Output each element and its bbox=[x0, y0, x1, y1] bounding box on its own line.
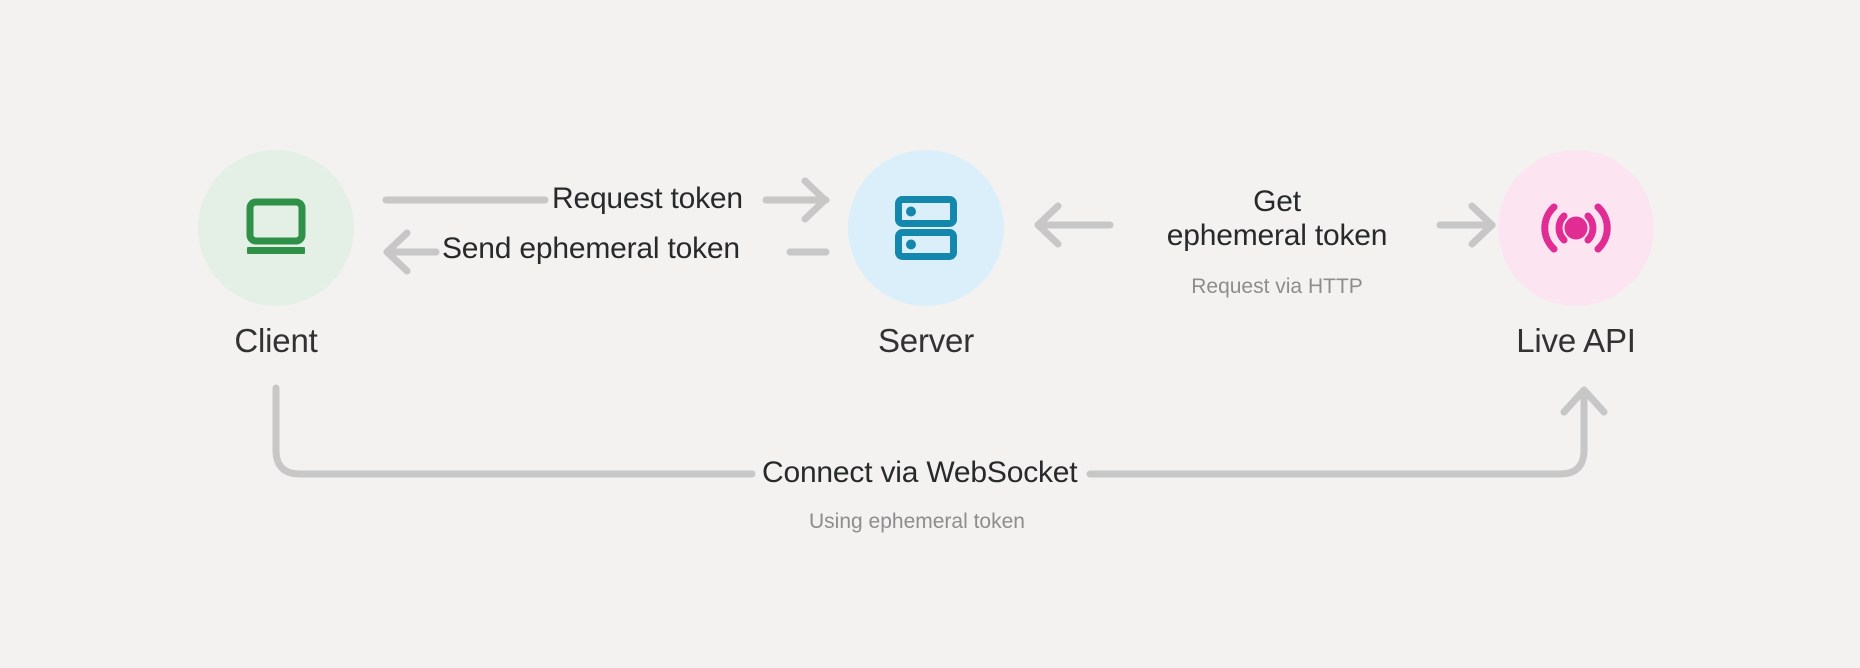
node-server-circle bbox=[848, 150, 1004, 306]
node-server[interactable]: Server bbox=[848, 150, 1004, 357]
node-live-api-label: Live API bbox=[1516, 322, 1636, 359]
node-server-label: Server bbox=[878, 322, 974, 359]
server-rack-icon bbox=[895, 196, 957, 260]
edge-label-send-ephemeral-token: Send ephemeral token bbox=[442, 232, 740, 265]
arrowhead-request-token bbox=[801, 177, 829, 223]
arrowhead-get-token-left bbox=[1034, 202, 1062, 248]
edge-sublabel-using-ephemeral-token: Using ephemeral token bbox=[809, 510, 1025, 533]
arrowhead-get-token-right bbox=[1468, 202, 1496, 248]
edge-label-request-token: Request token bbox=[552, 182, 743, 215]
edge-sublabel-request-via-http: Request via HTTP bbox=[1191, 275, 1363, 298]
edge-label-get-ephemeral-token-line1: Get bbox=[1253, 185, 1301, 218]
edge-label-get-ephemeral-token: Get ephemeral token bbox=[1142, 185, 1412, 252]
wire-websocket-right bbox=[1086, 388, 1588, 478]
node-client-label: Client bbox=[234, 322, 318, 359]
node-live-api[interactable]: Live API bbox=[1498, 150, 1654, 357]
edge-label-connect-via-websocket: Connect via WebSocket bbox=[762, 456, 1078, 489]
arrowhead-websocket bbox=[1560, 386, 1608, 416]
node-client[interactable]: Client bbox=[198, 150, 354, 357]
arrowhead-send-token bbox=[383, 229, 411, 275]
wire-websocket-left bbox=[272, 384, 756, 478]
broadcast-live-icon bbox=[1541, 203, 1611, 253]
node-client-circle bbox=[198, 150, 354, 306]
node-live-api-circle bbox=[1498, 150, 1654, 306]
laptop-icon bbox=[246, 198, 306, 254]
edge-label-get-ephemeral-token-line2: ephemeral token bbox=[1166, 218, 1388, 252]
